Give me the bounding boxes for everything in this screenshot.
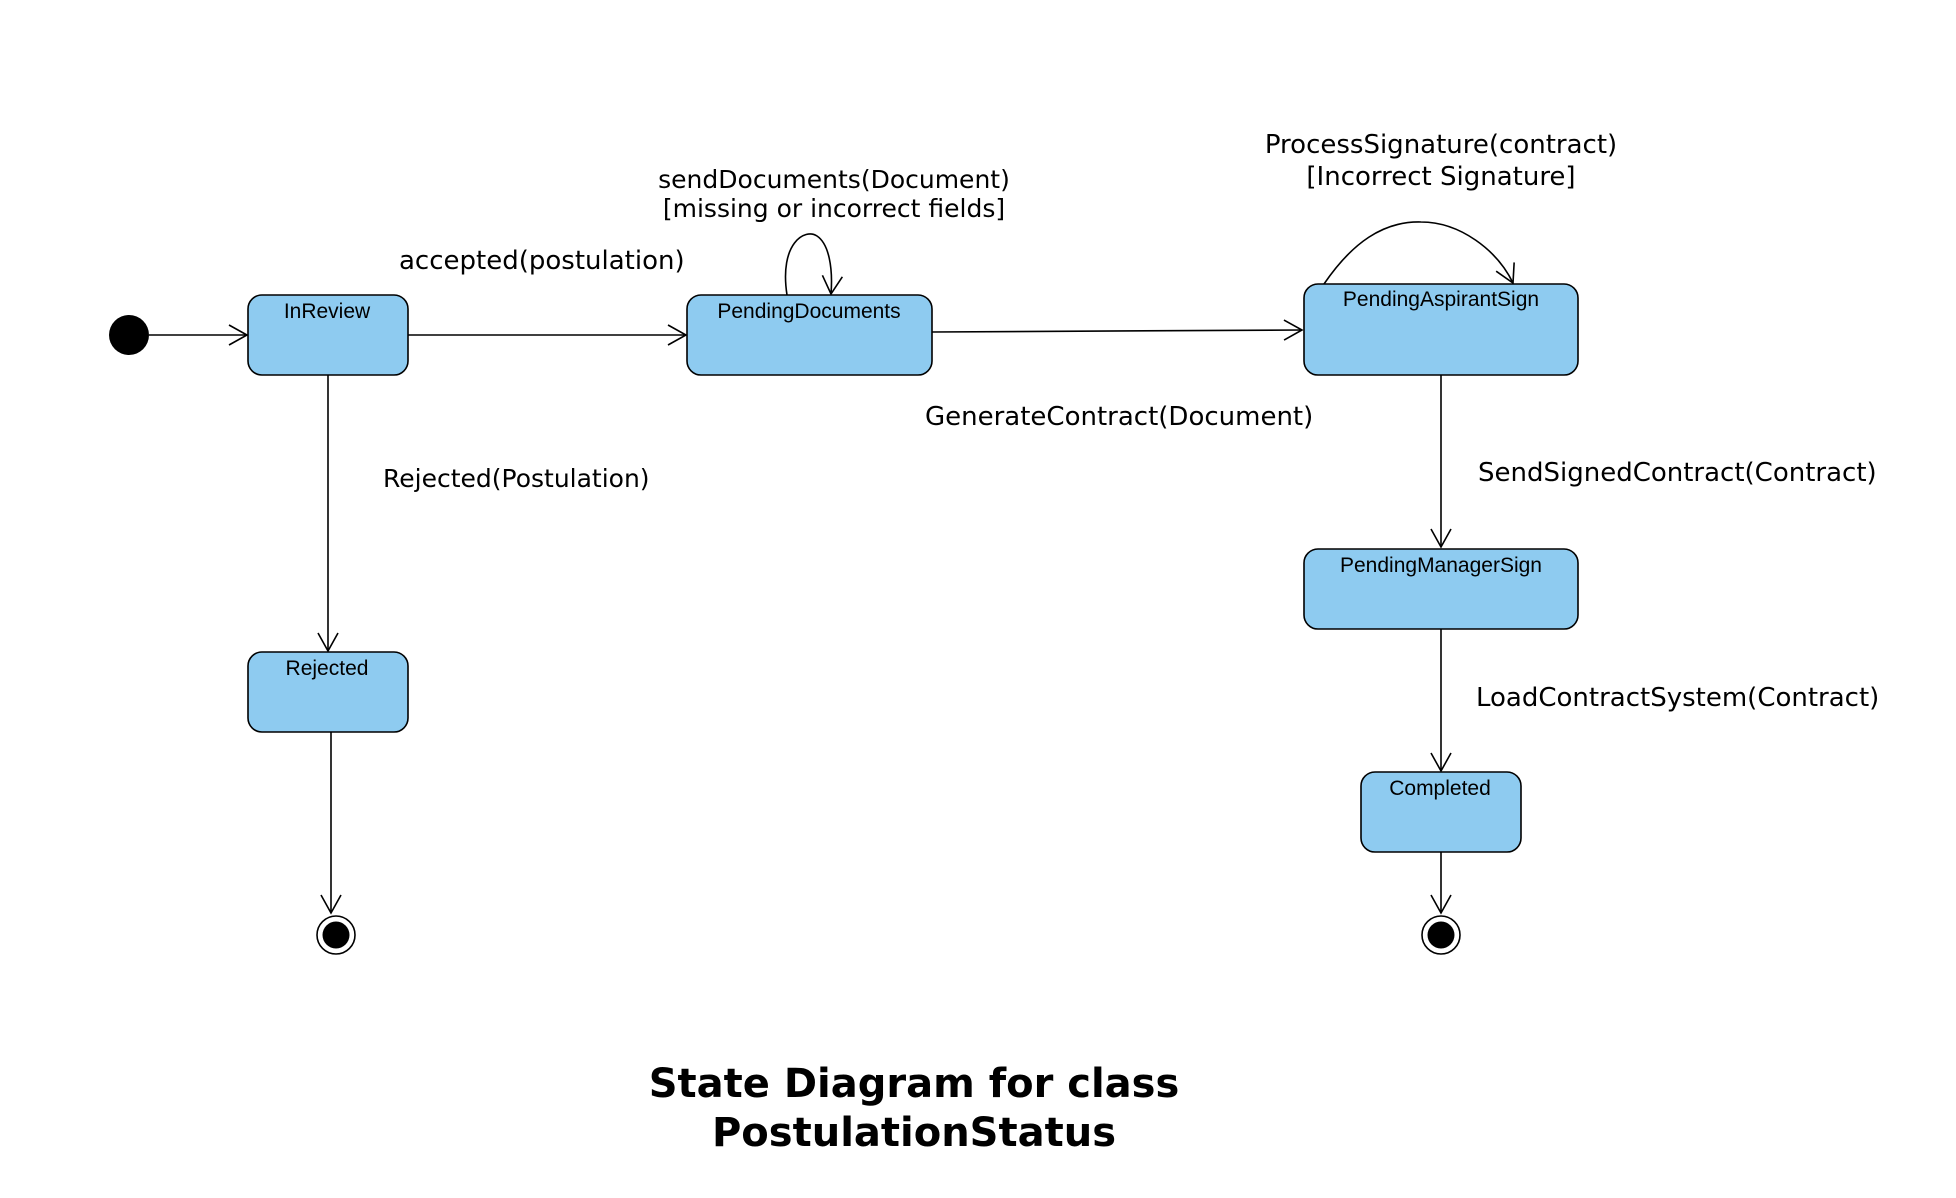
state-completed: Completed [1360,771,1522,853]
state-pending-aspirant-sign: PendingAspirantSign [1303,283,1579,376]
edge-pendingdocuments-self-loop [784,233,844,296]
state-label: InReview [284,300,371,323]
label-rejected: Rejected(Postulation) [383,464,650,493]
label-send-documents-line2: [missing or incorrect fields] [663,194,1005,223]
label-generate-contract: GenerateContract(Document) [925,402,1313,432]
label-send-documents-line1: sendDocuments(Document) [658,165,1010,194]
label-process-signature-line1: ProcessSignature(contract) [1265,130,1617,160]
state-label: Completed [1389,777,1491,800]
diagram-title-line1: State Diagram for class [649,1061,1180,1107]
state-in-review: InReview [247,294,409,376]
final-state-rejected [316,915,356,955]
state-label: Rejected [286,657,369,680]
state-pending-documents: PendingDocuments [686,294,933,376]
state-label: PendingManagerSign [1340,554,1542,577]
edge-pendingdocuments-to-aspirantsign [931,319,1304,341]
state-rejected: Rejected [247,651,409,733]
label-accepted: accepted(postulation) [399,246,685,276]
label-process-signature-line2: [Incorrect Signature] [1306,162,1575,192]
label-load-contract-system: LoadContractSystem(Contract) [1476,683,1879,713]
state-label: PendingDocuments [717,300,900,323]
initial-state [109,315,149,355]
diagram-title-line2: PostulationStatus [712,1110,1116,1156]
final-state-completed [1421,915,1461,955]
label-send-signed-contract: SendSignedContract(Contract) [1478,458,1877,488]
state-pending-manager-sign: PendingManagerSign [1303,548,1579,630]
edge-aspirantsign-self-loop [1323,221,1515,285]
state-label: PendingAspirantSign [1343,288,1539,311]
